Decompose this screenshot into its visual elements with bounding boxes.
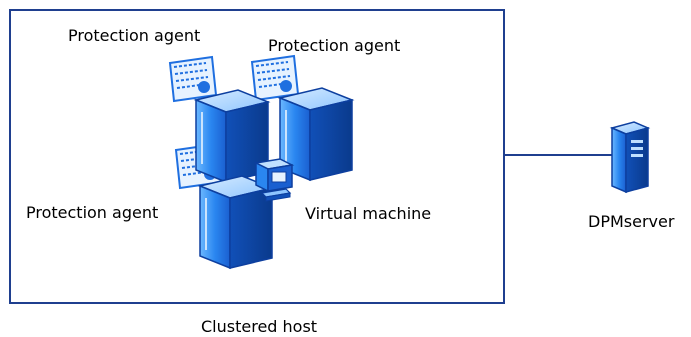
dpm-server-icon [609,121,651,194]
server-tower-icon [197,175,275,270]
dpm-server-label: DPMserver [588,212,675,231]
virtual-machine-label: Virtual machine [305,204,432,223]
protection-agent-label-top-right: Protection agent [268,36,401,55]
protection-agent-label-bottom-left: Protection agent [26,203,159,222]
clustered-host-box [9,9,505,304]
server-tower-icon [277,87,355,182]
clustered-host-label: Clustered host [201,317,318,336]
virtual-machine-icon [253,158,295,202]
network-connection-line [505,154,620,156]
protection-agent-label-top-left: Protection agent [68,26,201,45]
certificate-icon [168,55,218,103]
